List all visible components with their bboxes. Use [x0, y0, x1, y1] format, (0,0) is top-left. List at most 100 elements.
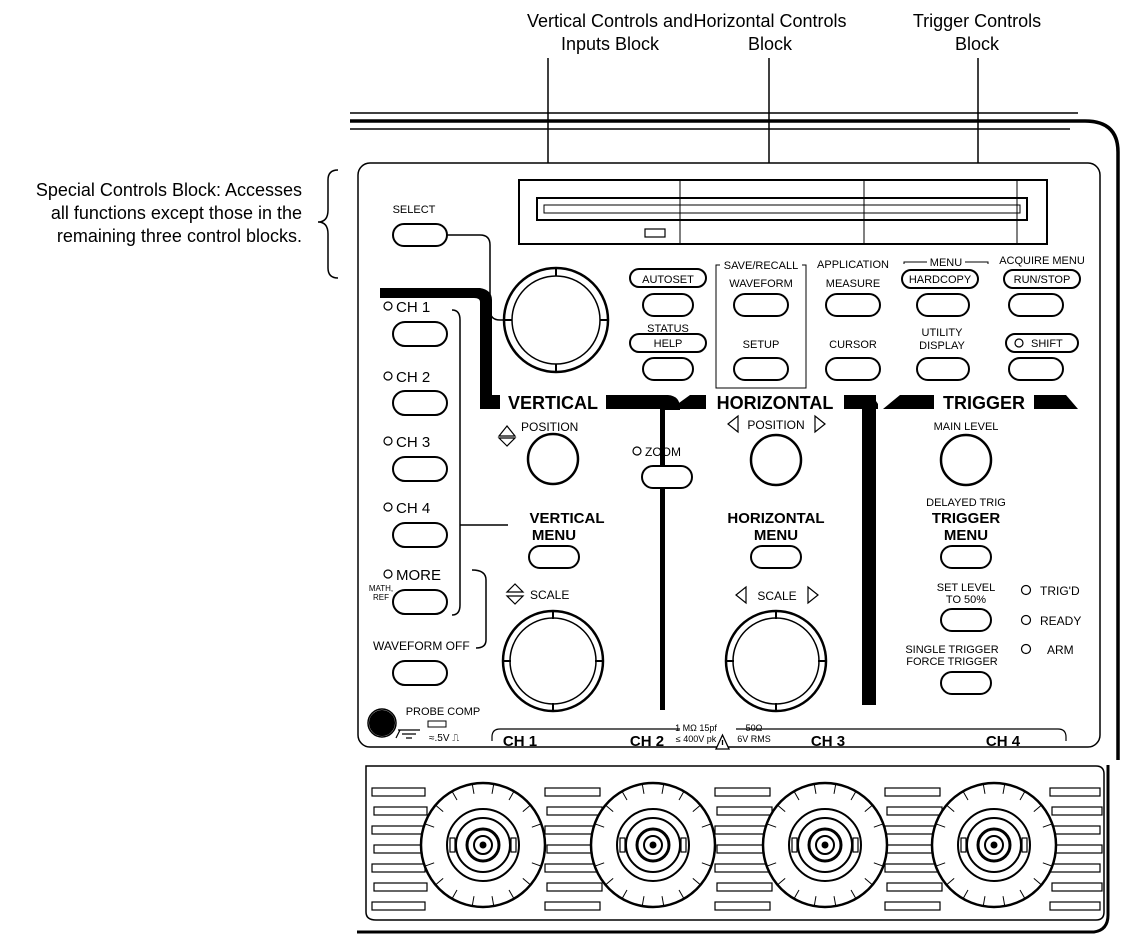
autoset-frame — [629, 268, 707, 288]
shift-led — [1014, 338, 1024, 348]
vertical-menu-button[interactable] — [528, 545, 580, 569]
vertical-position-knob[interactable] — [526, 432, 580, 486]
special-block-callout: Special Controls Block: Accesses all fun… — [20, 179, 302, 248]
bnc-input-panel — [357, 765, 1110, 934]
help-label: HELP — [654, 338, 683, 350]
hardcopy-label: HARDCOPY — [909, 274, 972, 286]
hardcopy-button[interactable] — [916, 293, 970, 317]
floppy-drive — [518, 179, 1048, 245]
horizontal-callout-line1: Horizontal Controls — [693, 11, 847, 31]
bnc-connector-ch1[interactable] — [419, 781, 547, 909]
scale-left-arrow-icon — [735, 585, 747, 605]
help-button[interactable] — [642, 357, 694, 381]
horizontal-position-label: POSITION — [747, 418, 804, 432]
vertical-callout-line2: Inputs Block — [560, 34, 660, 54]
save-recall-waveform-button[interactable] — [733, 293, 789, 317]
waveform-off-button[interactable] — [392, 660, 448, 686]
measure-button[interactable] — [825, 293, 881, 317]
bnc-connector-ch2[interactable] — [589, 781, 717, 909]
bnc-connector-ch3[interactable] — [761, 781, 889, 909]
delayed-trig-label: DELAYED TRIG — [926, 497, 1006, 509]
single-trigger-label: SINGLE TRIGGER — [905, 644, 998, 656]
trigger-callout-line1: Trigger Controls — [912, 11, 1042, 31]
hardcopy-frame — [901, 269, 979, 289]
display-label: DISPLAY — [919, 340, 965, 352]
set-level-50-button[interactable] — [940, 608, 992, 632]
horizontal-left-arrow-icon — [727, 414, 739, 434]
probe-comp-indicator — [427, 720, 447, 728]
ground-icon — [395, 729, 420, 739]
input-spec-label-2a: 50Ω — [746, 723, 763, 733]
vertical-menu-label-1: VERTICAL — [530, 510, 605, 527]
main-level-label: MAIN LEVEL — [934, 421, 999, 433]
trigger-controls: MAIN LEVEL DELAYED TRIG TRIGGER MENU SET… — [905, 421, 1081, 695]
vertical-title-bg — [500, 393, 606, 411]
main-level-knob[interactable] — [939, 433, 993, 487]
cursor-button[interactable] — [825, 357, 881, 381]
trigd-led — [1020, 584, 1032, 596]
input-ch2-label: CH 2 — [630, 733, 664, 750]
single-force-trigger-button[interactable] — [940, 671, 992, 695]
input-ch3-label: CH 3 — [811, 733, 845, 750]
vertical-scale-knob[interactable] — [501, 609, 605, 713]
trigger-menu-button[interactable] — [940, 545, 992, 569]
scale-up-arrow-icon — [505, 583, 525, 593]
zoom-led — [632, 446, 642, 456]
more-button[interactable] — [392, 589, 448, 615]
set-level-label-1: SET LEVEL — [937, 582, 996, 594]
vertical-controls: POSITION VERTICAL MENU SCALE — [497, 420, 605, 713]
ch1-button[interactable] — [392, 321, 448, 347]
ch2-label: CH 2 — [396, 369, 430, 386]
ch2-button[interactable] — [392, 390, 448, 416]
bnc-connector-ch4[interactable] — [930, 781, 1058, 909]
probe-level-label: ≈.5V ⎍ — [429, 733, 459, 744]
vertical-position-label: POSITION — [521, 420, 578, 434]
trigger-callout-line2: Block — [954, 34, 999, 54]
save-recall-setup-button[interactable] — [733, 357, 789, 381]
display-button[interactable] — [916, 357, 970, 381]
autoset-button[interactable] — [642, 293, 694, 317]
ref-label: REF — [373, 593, 389, 602]
select-label: SELECT — [393, 204, 436, 216]
input-ch4-label: CH 4 — [986, 733, 1021, 750]
horizontal-menu-label-2: MENU — [754, 527, 798, 544]
vertical-up-arrow-icon — [497, 425, 517, 437]
vertical-callout-line1: Vertical Controls and — [526, 11, 694, 31]
inputs-bracket — [491, 728, 1067, 741]
run-stop-label: RUN/STOP — [1014, 274, 1071, 286]
horizontal-scale-label: SCALE — [757, 589, 796, 603]
horizontal-title-bg — [706, 393, 844, 411]
zoom-button[interactable] — [641, 465, 693, 489]
more-label: MORE — [396, 567, 441, 584]
utility-label: UTILITY — [922, 327, 964, 339]
ch4-led — [383, 502, 393, 512]
top-bezel — [350, 112, 1120, 760]
measure-label: MEASURE — [826, 278, 880, 290]
setup-label: SETUP — [743, 339, 780, 351]
ready-label: READY — [1040, 614, 1081, 628]
menu-label: MENU — [930, 257, 962, 269]
input-ch1-label: CH 1 — [503, 733, 537, 750]
channel-buttons: CH 1 CH 2 CH 3 CH 4 MORE MATH, REF WAVEF… — [369, 299, 470, 686]
horizontal-position-knob[interactable] — [749, 433, 803, 487]
ch4-label: CH 4 — [396, 500, 430, 517]
horizontal-menu-button[interactable] — [750, 545, 802, 569]
horizontal-scale-knob[interactable] — [724, 609, 828, 713]
vertical-menu-label-2: MENU — [532, 527, 576, 544]
warning-triangle-icon — [714, 733, 731, 750]
select-button[interactable] — [392, 223, 448, 247]
ready-led — [1020, 614, 1032, 626]
run-stop-button[interactable] — [1008, 293, 1064, 317]
ch3-button[interactable] — [392, 456, 448, 482]
probe-comp-label: PROBE COMP — [406, 706, 481, 718]
shift-label: SHIFT — [1031, 338, 1063, 350]
vertical-down-arrow-icon — [497, 437, 517, 447]
help-frame — [629, 333, 707, 353]
set-level-label-2: TO 50% — [946, 594, 986, 606]
shift-button[interactable] — [1008, 357, 1064, 381]
application-label: APPLICATION — [817, 259, 889, 271]
probe-comp-terminal[interactable] — [369, 710, 395, 736]
ch4-button[interactable] — [392, 522, 448, 548]
arm-led — [1020, 643, 1032, 655]
general-purpose-knob[interactable] — [502, 266, 610, 374]
